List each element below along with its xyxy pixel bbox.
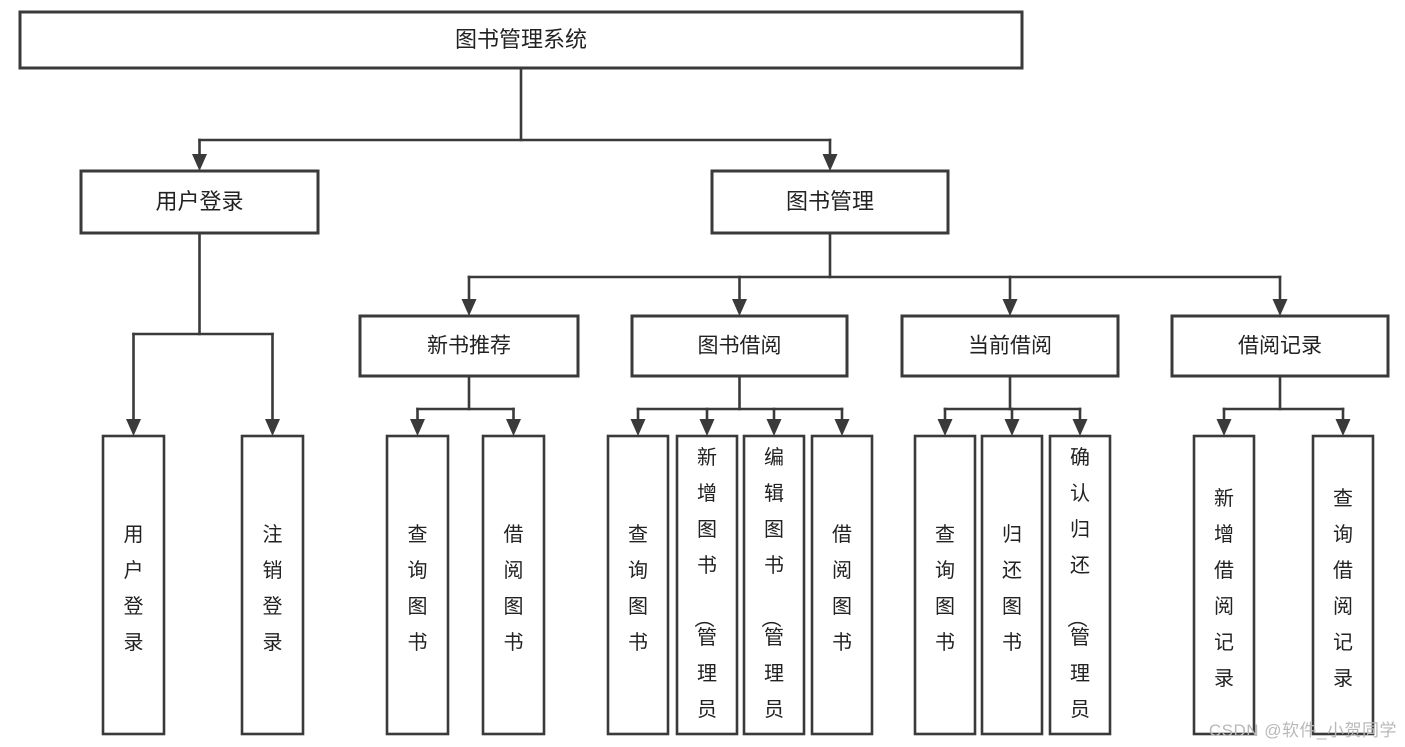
- node-user-login-label: 用户登录: [155, 189, 243, 214]
- leaf-node-leaf-confirm-return-box: [1048, 434, 1112, 736]
- leaf-node-leaf-query-book-2-box: [606, 434, 670, 736]
- node-user-login[interactable]: 用户登录: [79, 169, 320, 235]
- root-node-book-management-system[interactable]: 图书管理系统: [18, 10, 1024, 70]
- node-current-borrow-label: 当前借阅: [968, 335, 1052, 358]
- leaf-node-leaf-query-book-3[interactable]: 查询图书: [913, 434, 977, 736]
- arrow-head-icon: [630, 419, 646, 436]
- leaf-node-leaf-add-book[interactable]: 新增图书（管理员）: [675, 434, 739, 747]
- arrow-head-icon: [834, 419, 850, 436]
- arrow-head-icon: [766, 419, 782, 436]
- arrow-head-icon: [1216, 419, 1232, 436]
- leaf-node-leaf-return-book[interactable]: 归还图书: [980, 434, 1044, 736]
- leaf-node-leaf-query-book-1[interactable]: 查询图书: [385, 434, 450, 736]
- leaf-node-leaf-user-login[interactable]: 用户登录: [101, 434, 166, 736]
- arrow-head-icon: [265, 419, 280, 436]
- leaf-node-leaf-query-book-3-box: [913, 434, 977, 736]
- arrow-head-icon: [822, 154, 838, 171]
- node-borrow-record-box: [1170, 314, 1390, 378]
- node-book-borrow-box: [630, 314, 849, 378]
- leaf-node-leaf-borrow-book-2[interactable]: 借阅图书: [810, 434, 874, 736]
- connector-layer: [126, 66, 1351, 436]
- leaf-node-leaf-borrow-book-1-box: [481, 434, 546, 736]
- leaf-node-leaf-borrow-book-2-label: 借阅图书: [832, 523, 852, 654]
- node-current-borrow[interactable]: 当前借阅: [900, 314, 1120, 378]
- node-borrow-record-label: 借阅记录: [1238, 335, 1322, 358]
- leaf-node-leaf-query-record[interactable]: 查询借阅记录: [1311, 434, 1375, 736]
- node-borrow-record[interactable]: 借阅记录: [1170, 314, 1390, 378]
- arrow-head-icon: [937, 419, 953, 436]
- arrow-head-icon: [699, 419, 715, 436]
- arrow-head-icon: [1335, 419, 1351, 436]
- arrow-head-icon: [506, 419, 521, 436]
- leaf-node-leaf-query-book-1-box: [385, 434, 450, 736]
- leaf-node-leaf-user-logout[interactable]: 注销登录: [240, 434, 305, 736]
- arrow-head-icon: [1072, 419, 1088, 436]
- leaf-node-leaf-return-book-box: [980, 434, 1044, 736]
- leaf-node-leaf-query-book-3-label: 查询图书: [935, 523, 955, 654]
- node-book-manage[interactable]: 图书管理: [710, 169, 950, 235]
- node-new-book-recommend-box: [358, 314, 580, 378]
- node-new-book-recommend-label: 新书推荐: [427, 335, 511, 358]
- node-current-borrow-box: [900, 314, 1120, 378]
- arrow-head-icon: [461, 299, 477, 316]
- arrow-head-icon: [1004, 419, 1020, 436]
- leaf-node-leaf-confirm-return[interactable]: 确认归还（管理员）: [1048, 434, 1112, 747]
- arrow-head-icon: [1272, 299, 1288, 316]
- root-node-book-management-system-label: 图书管理系统: [455, 27, 587, 52]
- leaf-node-leaf-borrow-book-1[interactable]: 借阅图书: [481, 434, 546, 736]
- node-layer: 图书管理系统用户登录图书管理新书推荐图书借阅当前借阅借阅记录用户登录注销登录查询…: [18, 10, 1390, 747]
- arrow-head-icon: [1002, 299, 1018, 316]
- node-book-manage-label: 图书管理: [786, 189, 874, 214]
- leaf-node-leaf-add-book-box: [675, 434, 739, 736]
- leaf-node-leaf-add-record-label: 新增借阅记录: [1214, 487, 1234, 690]
- leaf-node-leaf-add-book-label: 新增图书（管理员）: [692, 446, 717, 747]
- arrow-head-icon: [732, 299, 747, 316]
- arrow-head-icon: [410, 419, 425, 436]
- leaf-node-leaf-edit-book-label: 编辑图书（管理员）: [759, 446, 784, 747]
- leaf-node-leaf-user-logout-box: [240, 434, 305, 736]
- leaf-node-leaf-user-login-label: 用户登录: [124, 524, 144, 654]
- watermark-text: CSDN @软件_小贺同学: [1208, 721, 1397, 740]
- leaf-node-leaf-query-book-2[interactable]: 查询图书: [606, 434, 670, 736]
- leaf-node-leaf-add-record-box: [1192, 434, 1256, 736]
- node-book-borrow[interactable]: 图书借阅: [630, 314, 849, 378]
- leaf-node-leaf-add-record[interactable]: 新增借阅记录: [1192, 434, 1256, 736]
- leaf-node-leaf-edit-book-box: [742, 434, 806, 736]
- leaf-node-leaf-return-book-label: 归还图书: [1002, 523, 1022, 654]
- arrow-head-icon: [126, 419, 141, 436]
- leaf-node-leaf-query-record-label: 查询借阅记录: [1333, 487, 1353, 690]
- leaf-node-leaf-query-book-1-label: 查询图书: [408, 523, 428, 654]
- leaf-node-leaf-user-logout-label: 注销登录: [263, 523, 283, 654]
- leaf-node-leaf-borrow-book-1-label: 借阅图书: [504, 523, 524, 654]
- node-new-book-recommend[interactable]: 新书推荐: [358, 314, 580, 378]
- leaf-node-leaf-edit-book[interactable]: 编辑图书（管理员）: [742, 434, 806, 747]
- arrow-head-icon: [192, 154, 207, 171]
- leaf-node-leaf-user-login-box: [101, 434, 166, 736]
- leaf-node-leaf-query-book-2-label: 查询图书: [628, 523, 648, 654]
- node-book-manage-box: [710, 169, 950, 235]
- leaf-node-leaf-confirm-return-label: 确认归还（管理员）: [1065, 446, 1090, 747]
- root-node-book-management-system-box: [18, 10, 1024, 70]
- leaf-node-leaf-borrow-book-2-box: [810, 434, 874, 736]
- leaf-node-leaf-query-record-box: [1311, 434, 1375, 736]
- node-user-login-box: [79, 169, 320, 235]
- node-book-borrow-label: 图书借阅: [698, 335, 782, 358]
